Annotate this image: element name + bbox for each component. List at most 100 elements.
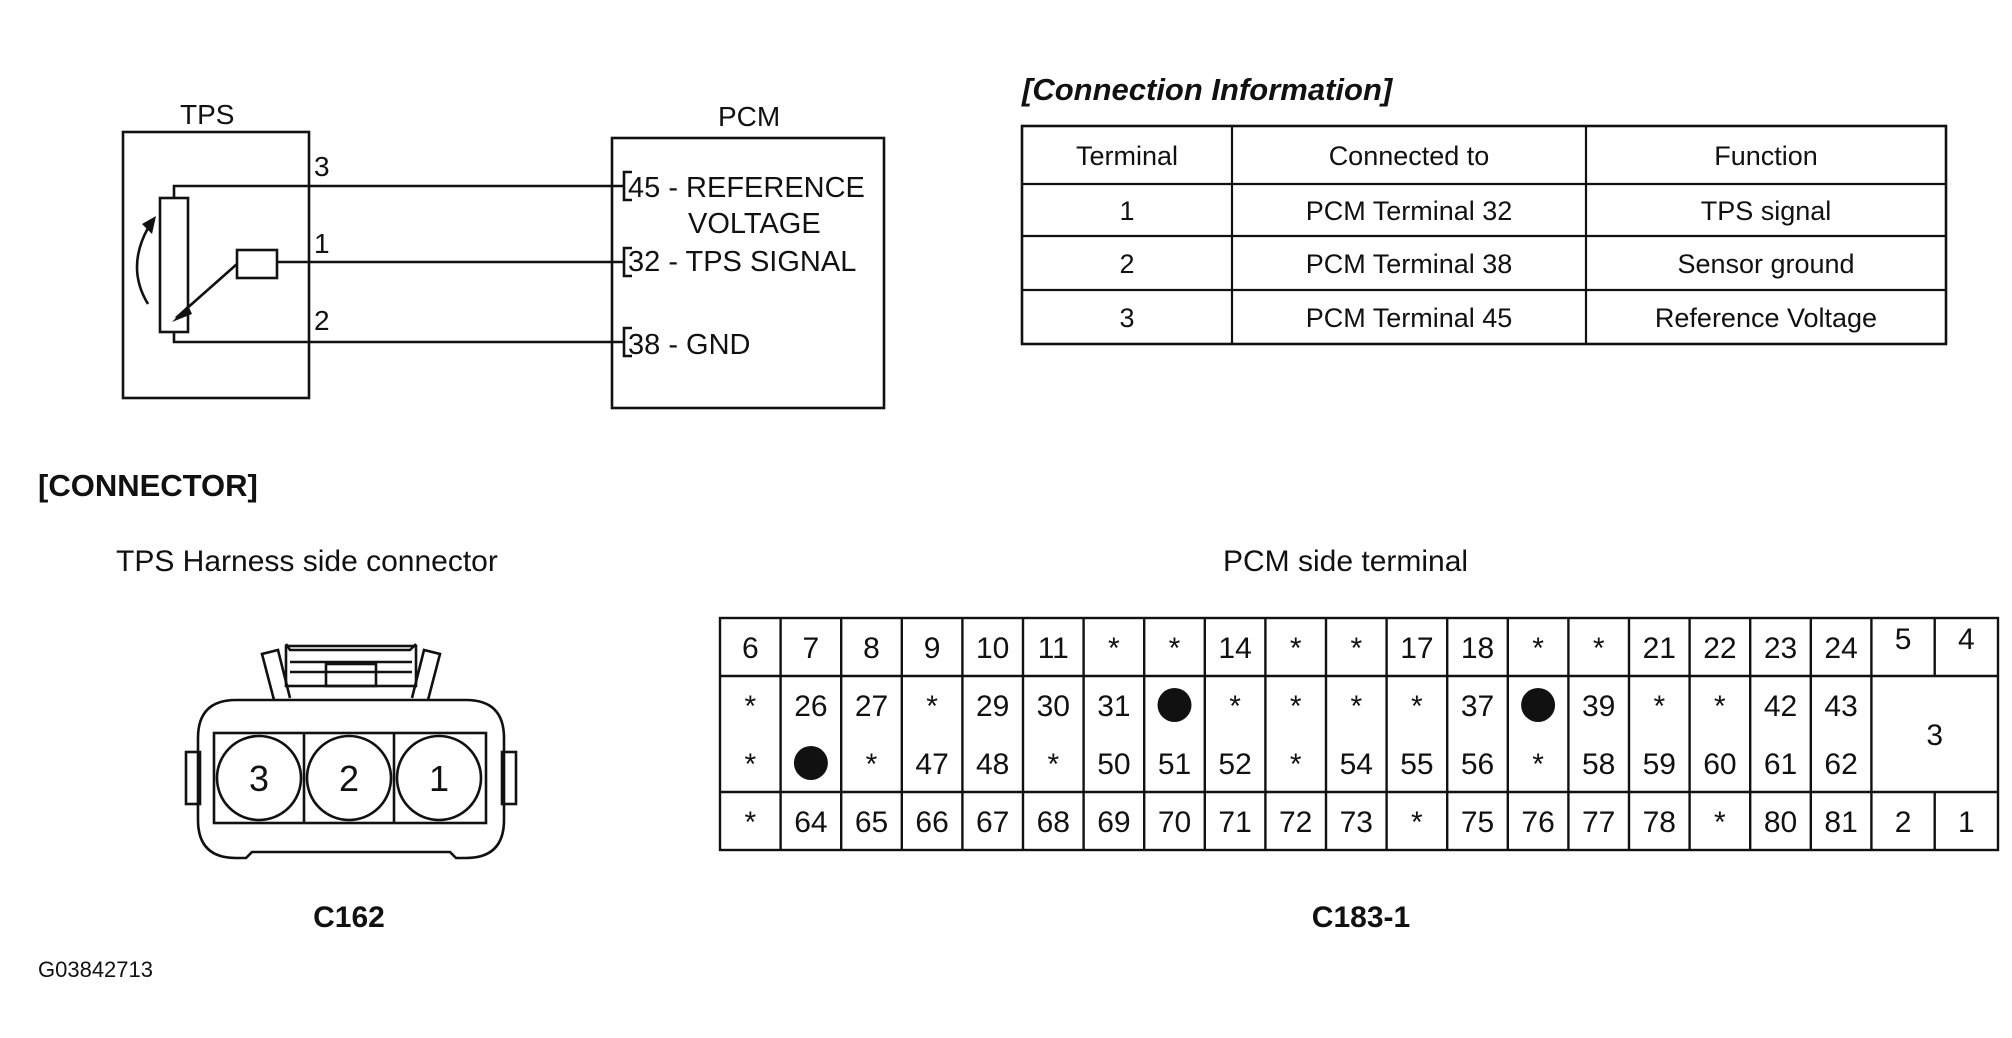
unused-terminal: * — [1290, 748, 1302, 781]
pin-number-2: 2 — [339, 758, 359, 799]
terminal-number: 9 — [924, 632, 941, 665]
table-cell: PCM Terminal 38 — [1306, 249, 1513, 279]
pcm-pin-45-line2: VOLTAGE — [688, 208, 821, 240]
unused-terminal: * — [1714, 690, 1726, 723]
tps-schematic: TPS 3 1 2 — [121, 99, 330, 400]
terminal-number: 23 — [1764, 632, 1797, 665]
terminal-number: 11 — [1038, 632, 1069, 665]
terminal-number: 21 — [1643, 632, 1676, 665]
connector-section-title: [CONNECTOR] — [38, 468, 258, 503]
unused-terminal: * — [1350, 690, 1362, 723]
wire-reference — [172, 184, 624, 198]
terminal-number: 52 — [1218, 748, 1251, 781]
tps-harness-connector: 3 2 1 — [184, 643, 518, 860]
terminal-number: 3 — [1926, 719, 1943, 752]
terminal-number: 2 — [1895, 806, 1912, 839]
pin-3-label: 3 — [314, 151, 330, 182]
terminal-number: 8 — [863, 632, 880, 665]
pcm-label: PCM — [718, 101, 780, 132]
terminal-number: 5 — [1895, 623, 1912, 656]
table-cell: Sensor ground — [1677, 249, 1854, 279]
unused-terminal: * — [1411, 690, 1423, 723]
terminal-number: 47 — [915, 748, 948, 781]
table-cell: TPS signal — [1701, 196, 1832, 226]
terminal-number: 59 — [1643, 748, 1676, 781]
pin-number-3: 3 — [249, 758, 269, 799]
terminal-number: 55 — [1400, 748, 1433, 781]
tps-box — [121, 130, 311, 400]
figure-id: G03842713 — [38, 957, 153, 982]
table-cell: 2 — [1119, 249, 1134, 279]
table-cell: Reference Voltage — [1655, 303, 1877, 333]
grid-frame — [718, 616, 2000, 852]
cavity-frame — [212, 731, 488, 825]
connector-latch — [284, 644, 418, 688]
table-cell: 1 — [1119, 196, 1134, 226]
terminal-number: 24 — [1824, 632, 1857, 665]
terminal-number: 42 — [1764, 690, 1797, 723]
terminal-number: 76 — [1521, 806, 1554, 839]
pin-45-bracket — [622, 170, 632, 202]
terminal-number: 39 — [1582, 690, 1615, 723]
unused-terminal: * — [1714, 806, 1726, 839]
unused-terminal: * — [866, 748, 878, 781]
unused-terminal: * — [744, 690, 756, 723]
terminal-number: 68 — [1037, 806, 1070, 839]
plugged-terminal-dot — [1521, 688, 1556, 722]
wire-ground — [172, 332, 624, 344]
terminal-number: 4 — [1958, 623, 1975, 656]
terminal-number: 78 — [1643, 806, 1676, 839]
tps-label: TPS — [180, 99, 234, 130]
table-cell: PCM Terminal 32 — [1306, 196, 1513, 226]
terminal-number: 6 — [742, 632, 759, 665]
tps-connector-caption: TPS Harness side connector — [116, 545, 498, 578]
unused-terminal: * — [1532, 748, 1544, 781]
terminal-number: 77 — [1582, 806, 1615, 839]
pcm-pin-32: 32 - TPS SIGNAL — [628, 246, 856, 278]
terminal-number: 1 — [1958, 806, 1975, 839]
terminal-number: 17 — [1400, 632, 1433, 665]
terminal-number: 61 — [1764, 748, 1797, 781]
plugged-terminal-dot — [793, 746, 828, 780]
pin-2-label: 2 — [314, 305, 330, 336]
pin-32-bracket — [622, 246, 632, 278]
unused-terminal: * — [1411, 806, 1423, 839]
plugged-terminal-dot — [1157, 688, 1192, 722]
terminal-number: 18 — [1461, 632, 1494, 665]
connector-right-arm — [410, 648, 442, 701]
terminal-number: 69 — [1097, 806, 1130, 839]
unused-terminal: * — [744, 748, 756, 781]
connector-right-lug — [500, 750, 518, 806]
pcm-box — [610, 136, 886, 410]
terminal-number: 67 — [976, 806, 1009, 839]
unused-terminal: * — [1047, 748, 1059, 781]
terminal-number: 27 — [855, 690, 888, 723]
pin-38-bracket — [622, 326, 632, 358]
terminal-number: 75 — [1461, 806, 1494, 839]
terminal-number: 64 — [794, 806, 827, 839]
unused-terminal: * — [1532, 632, 1544, 665]
terminal-number: 54 — [1340, 748, 1373, 781]
terminal-number: 65 — [855, 806, 888, 839]
terminal-number: 70 — [1158, 806, 1191, 839]
unused-terminal: * — [1169, 632, 1181, 665]
rotation-arrowhead — [142, 216, 156, 234]
wiper-arrowhead — [172, 305, 192, 322]
terminal-number: 66 — [915, 806, 948, 839]
terminal-number: 62 — [1824, 748, 1857, 781]
pcm-connector-caption: PCM side terminal — [1223, 545, 1468, 578]
terminal-number: 51 — [1158, 748, 1191, 781]
pin-cavity-3 — [215, 734, 303, 822]
pin-1-label: 1 — [314, 228, 330, 259]
unused-terminal: * — [1350, 632, 1362, 665]
terminal-number: 81 — [1824, 806, 1857, 839]
terminal-number: 43 — [1824, 690, 1857, 723]
tps-wiper-box — [235, 248, 279, 280]
table-cell: 3 — [1119, 303, 1134, 333]
terminal-number: 58 — [1582, 748, 1615, 781]
rotation-arrow — [135, 227, 150, 305]
